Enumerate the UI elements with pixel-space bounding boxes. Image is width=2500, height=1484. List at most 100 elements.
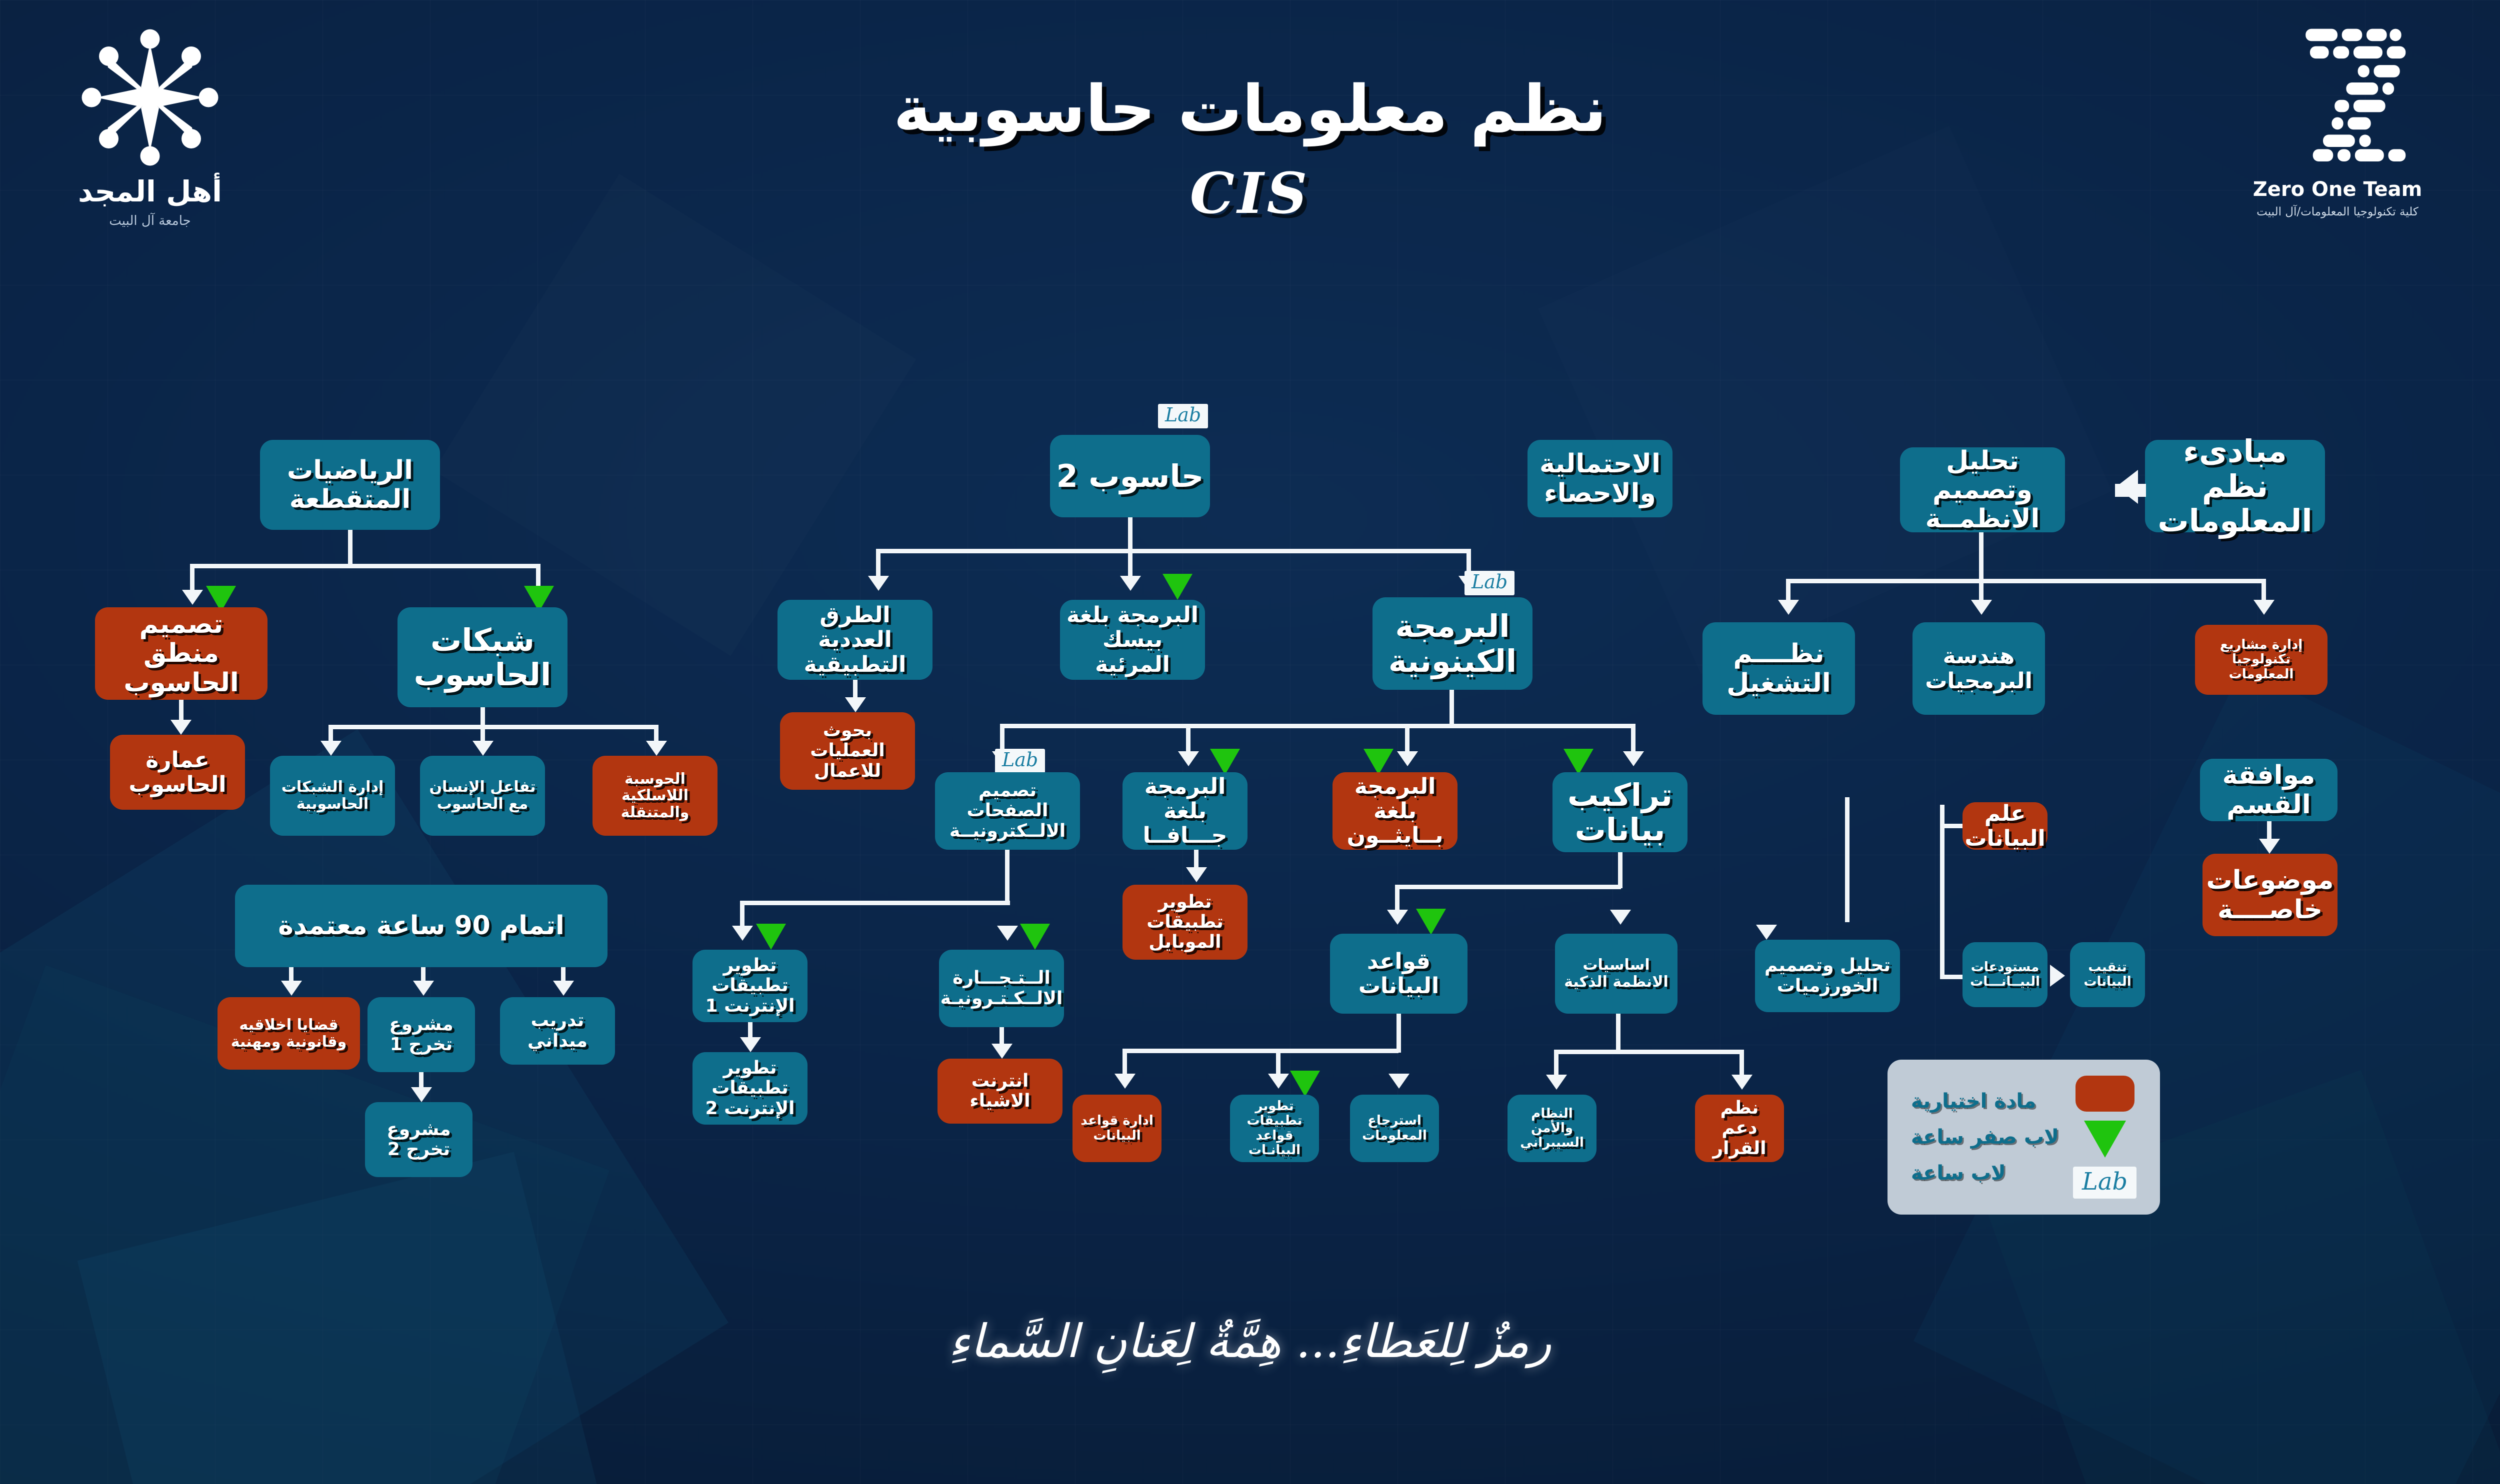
connector [289,967,294,983]
connector [1122,1049,1127,1078]
node-databases[interactable]: قواعد البيانات [1330,934,1468,1014]
node-db-app-dev[interactable]: تطوير تطبيقات قواعد البيانـات [1230,1095,1319,1162]
node-operating-systems[interactable]: نظــــم التشغيل [1702,622,1855,715]
arrow-icon [1546,1075,1567,1090]
node-iot[interactable]: انترنت الاشياء [938,1059,1062,1124]
node-network-admin[interactable]: إدارة الشبكات الحاسوبية [270,756,395,836]
connector [853,680,858,701]
arrow-icon [646,741,667,756]
node-probability-statistics[interactable]: الاحتمالية والاحصاء [1528,440,1672,517]
arrow-icon [281,981,302,996]
arrow-icon [997,926,1018,941]
node-it-project-mgmt[interactable]: إدارة مشاريع تكنولوجيا المعلومات [2195,625,2328,695]
node-computer-2[interactable]: حاسوب 2 [1050,435,1210,517]
node-data-structures[interactable]: تراكيب بيانات [1552,772,1688,852]
connector [561,967,566,983]
connector [1396,1014,1401,1053]
node-data-science[interactable]: علم البيانات [1962,801,2048,851]
node-ecommerce[interactable]: الــتـجـــارة الالــكـتـرونيـة [939,950,1064,1027]
lab-tag: Lab [1464,571,1515,595]
node-data-mining[interactable]: تنقيب البيانات [2070,942,2145,1007]
arrow-icon [320,741,342,756]
node-web-design[interactable]: تصميم الصفحات الالــكترونيــة [935,772,1080,850]
connector [2267,821,2272,842]
arrow-icon [1186,867,1207,882]
connector [421,967,426,983]
node-computer-networks[interactable]: شبكات الحاسوب [398,607,568,707]
legend-elective-swatch [2075,1076,2134,1112]
connector [740,901,744,930]
node-db-admin[interactable]: ادارة قواعد البيانات [1072,1095,1162,1162]
node-oop[interactable]: البرمجة الكينونية [1372,597,1532,690]
node-intelligent-systems[interactable]: اساسيات الانظمة الذكية [1555,934,1678,1014]
connector [1618,852,1622,888]
node-grad-project-1[interactable]: مشروع تخرج 1 [368,997,475,1072]
lab-zero-hour-icon [1210,749,1240,775]
connector [1631,724,1636,755]
node-field-training[interactable]: تدريب ميداني [500,997,615,1065]
page-title-arabic: نظم معلومات حاسوبية [873,75,1627,144]
background-shard [0,729,728,1484]
node-wireless-mobile[interactable]: الحوسبة اللاسلكية والمتنقلة [592,756,718,836]
node-software-engineering[interactable]: هندسة البرمجيات [1912,622,2045,715]
connector [1128,517,1132,551]
node-visual-basic[interactable]: البرمجة بلغة بيسك المرئية [1060,600,1205,680]
connector [480,725,485,744]
node-numerical-methods[interactable]: الطرق العددية التطبيقية [778,600,932,680]
arrow-icon [2254,600,2274,615]
connector [179,700,184,724]
node-decision-support[interactable]: نظم دعم القرار [1695,1095,1784,1162]
connector [1000,1027,1004,1047]
arrow-icon [732,926,753,941]
node-internet-apps-2[interactable]: تطوير تطبيقات الإنترنت 2 [692,1052,808,1125]
node-logic-design[interactable]: تصميم منطق الحاسوب [95,607,268,700]
node-operations-research[interactable]: بحوث العمليات للاعمال [780,712,915,790]
node-grad-project-2[interactable]: مشروع تخرج 2 [365,1102,472,1177]
connector [1786,579,1790,603]
connector [1186,724,1190,755]
connector [328,725,333,744]
node-dept-approval[interactable]: موافقة القسم [2200,759,2338,821]
connector [536,564,540,593]
arrow-icon [1610,910,1631,925]
node-computer-architecture[interactable]: عمارة الحاسوب [110,735,245,810]
node-hci[interactable]: تفاعل الإنسان مع الحاسوب [420,756,545,836]
node-mobile-apps[interactable]: تطوير تطبيقات الموبايل [1122,885,1248,960]
team-logo: Zero One Team كلية تكنولوجيا المعلومات/آ… [2222,20,2452,218]
connector [748,1022,752,1041]
node-systems-analysis[interactable]: تحليل وتصميم الانظمــة [1900,446,2065,533]
node-info-retrieval[interactable]: استرجاع المعلومات [1350,1095,1439,1162]
node-ethics[interactable]: قضايا اخلاقيه وقانونية ومهنية [218,997,360,1070]
connector [1395,885,1621,889]
connector [480,707,485,727]
page-title-english: CIS [1190,161,1310,227]
connector [419,1072,424,1091]
node-mis-principles[interactable]: مبادىء نظم المعلومات [2145,434,2325,538]
arrow-icon [868,576,889,591]
arrow-icon [1178,751,1199,766]
connector [1466,549,1471,579]
node-discrete-math[interactable]: الرياضيات المتقطعة [260,440,440,530]
connector [328,725,658,729]
node-python[interactable]: البرمجة بلغة بــايثــون [1332,772,1458,850]
slogan-text: رمزٌ لِلعَطاءِ... هِمَّةٌ لِعَنانِ السَّ… [948,1315,1552,1368]
node-credit-hours-90[interactable]: اتمام 90 ساعة معتمدة [235,885,608,967]
lab-zero-hour-icon [1020,924,1050,950]
node-algorithms[interactable]: تحليل وتصميم الخورزميات [1755,940,1900,1012]
node-special-topics[interactable]: موضوعات خاصــــة [2202,854,2338,936]
arrow-icon [553,981,574,996]
lab-zero-hour-icon [1416,909,1446,935]
connector [190,564,540,568]
legend-label-lab-hour: لاب ساعة [1910,1162,2006,1185]
lab-zero-hour-icon [1564,749,1594,775]
connector [1979,532,1984,582]
node-internet-apps-1[interactable]: تطوير تطبيقات الإنترنت 1 [692,950,808,1022]
node-java[interactable]: البرمجة بلغة جـــافــا [1122,772,1248,850]
lab-zero-hour-icon [1364,749,1394,775]
university-logo-sub: جامعة آل البيت [109,213,191,228]
node-cybersecurity[interactable]: النظام والأمن السيبراني [1508,1095,1596,1162]
connector [876,549,1471,553]
arrow-icon [1756,925,1777,940]
legend-lab-zero-icon [2084,1121,2126,1158]
node-data-warehouses[interactable]: مستودعات البيــانـــات [1962,942,2048,1007]
